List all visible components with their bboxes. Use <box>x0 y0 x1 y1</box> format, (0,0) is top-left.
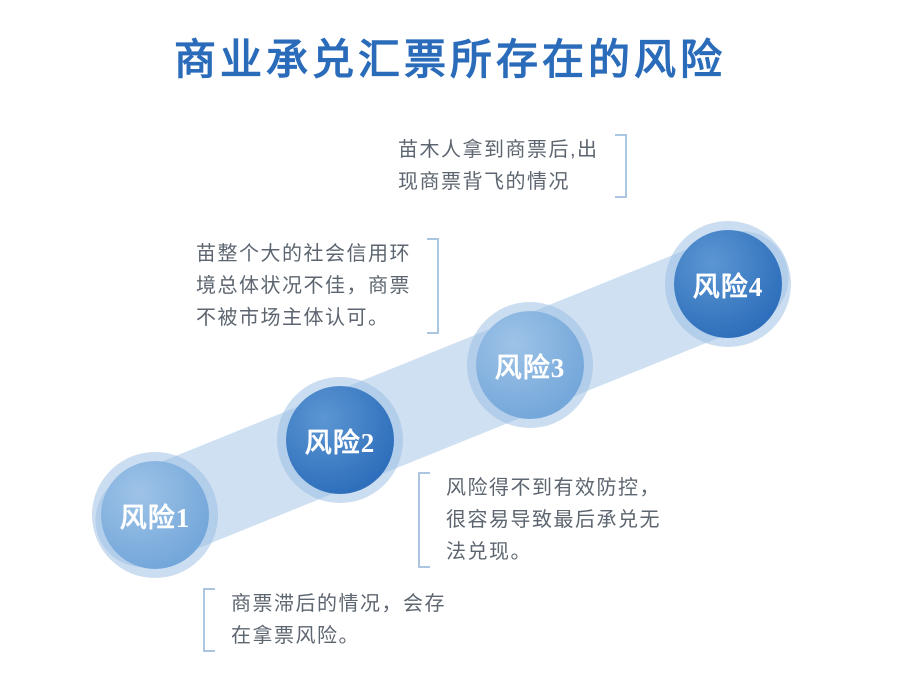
bracket-right-icon <box>614 134 627 198</box>
risk-step-4-label: 风险4 <box>692 271 764 302</box>
annotation-right-text: 风险得不到有效防控， 很容易导致最后承兑无 法兑现。 <box>446 477 661 563</box>
risk-step-3: 风险3 <box>476 311 584 419</box>
risk-step-1-label: 风险1 <box>119 502 191 533</box>
annotation-top: 苗木人拿到商票后,出 现商票背飞的情况 <box>398 134 627 198</box>
risk-step-4: 风险4 <box>674 230 782 338</box>
risk-step-1: 风险1 <box>101 461 209 569</box>
risk-step-2-label: 风险2 <box>304 427 376 458</box>
annotation-bottom: 商票滞后的情况，会存 在拿票风险。 <box>203 588 446 652</box>
bracket-left-icon <box>418 472 430 568</box>
risk-step-3-label: 风险3 <box>494 352 566 383</box>
annotation-top-text: 苗木人拿到商票后,出 现商票背飞的情况 <box>398 139 599 193</box>
annotation-left-text: 苗整个大的社会信用环 境总体状况不佳，商票 不被市场主体认可。 <box>196 243 411 329</box>
bracket-left-icon <box>203 588 215 652</box>
risk-step-2: 风险2 <box>286 386 394 494</box>
annotation-right: 风险得不到有效防控， 很容易导致最后承兑无 法兑现。 <box>418 472 661 568</box>
annotation-left: 苗整个大的社会信用环 境总体状况不佳，商票 不被市场主体认可。 <box>196 238 439 334</box>
annotation-bottom-text: 商票滞后的情况，会存 在拿票风险。 <box>231 593 446 647</box>
bracket-right-icon <box>427 238 439 334</box>
page-title: 商业承兑汇票所存在的风险 <box>173 38 726 84</box>
